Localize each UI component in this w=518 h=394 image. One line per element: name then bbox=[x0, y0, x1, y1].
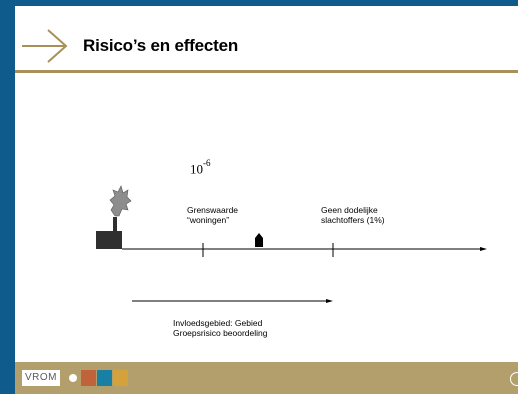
label-invloed-line1: Invloedsgebied: Gebied bbox=[173, 318, 263, 328]
risk-exponent: -6 bbox=[203, 158, 211, 168]
footer-bar: VROM bbox=[15, 362, 518, 394]
slide: Risico’s en effecten 10-6 bbox=[15, 6, 518, 394]
title-bar: Risico’s en effecten bbox=[15, 6, 518, 74]
label-geen-line1: Geen dodelijke bbox=[321, 205, 378, 215]
label-geen-line2: slachtoffers (1%) bbox=[321, 215, 385, 225]
label-invloed-line2: Groepsrisico beoordeling bbox=[173, 328, 268, 338]
risk-base: 10 bbox=[190, 161, 203, 177]
logo-dot bbox=[69, 374, 77, 382]
label-grenswaarde: Grenswaarde “woningen” bbox=[187, 205, 238, 225]
smoke-icon bbox=[109, 185, 132, 217]
color-block-blue bbox=[97, 370, 112, 386]
circle-icon bbox=[510, 372, 518, 386]
color-block-orange bbox=[81, 370, 96, 386]
arrow-right-icon bbox=[22, 29, 68, 63]
label-grenswaarde-line2: “woningen” bbox=[187, 215, 230, 225]
title-divider bbox=[15, 70, 518, 73]
influence-arrowhead bbox=[326, 299, 333, 303]
label-geen-dodelijke: Geen dodelijke slachtoffers (1%) bbox=[321, 205, 385, 225]
factory-icon bbox=[96, 217, 122, 249]
diagram-graphics bbox=[96, 185, 487, 303]
label-grenswaarde-line1: Grenswaarde bbox=[187, 205, 239, 215]
color-block-yellow bbox=[113, 370, 128, 386]
distance-axis-arrowhead bbox=[480, 247, 487, 251]
label-invloedsgebied: Invloedsgebied: Gebied Groepsrisico beoo… bbox=[173, 318, 268, 338]
risk-value: 10-6 bbox=[190, 158, 211, 177]
slide-title: Risico’s en effecten bbox=[83, 36, 239, 55]
risk-diagram: 10-6 Grenswaarde bbox=[15, 6, 518, 394]
vrom-logo: VROM bbox=[22, 370, 60, 386]
house-icon bbox=[255, 233, 263, 247]
